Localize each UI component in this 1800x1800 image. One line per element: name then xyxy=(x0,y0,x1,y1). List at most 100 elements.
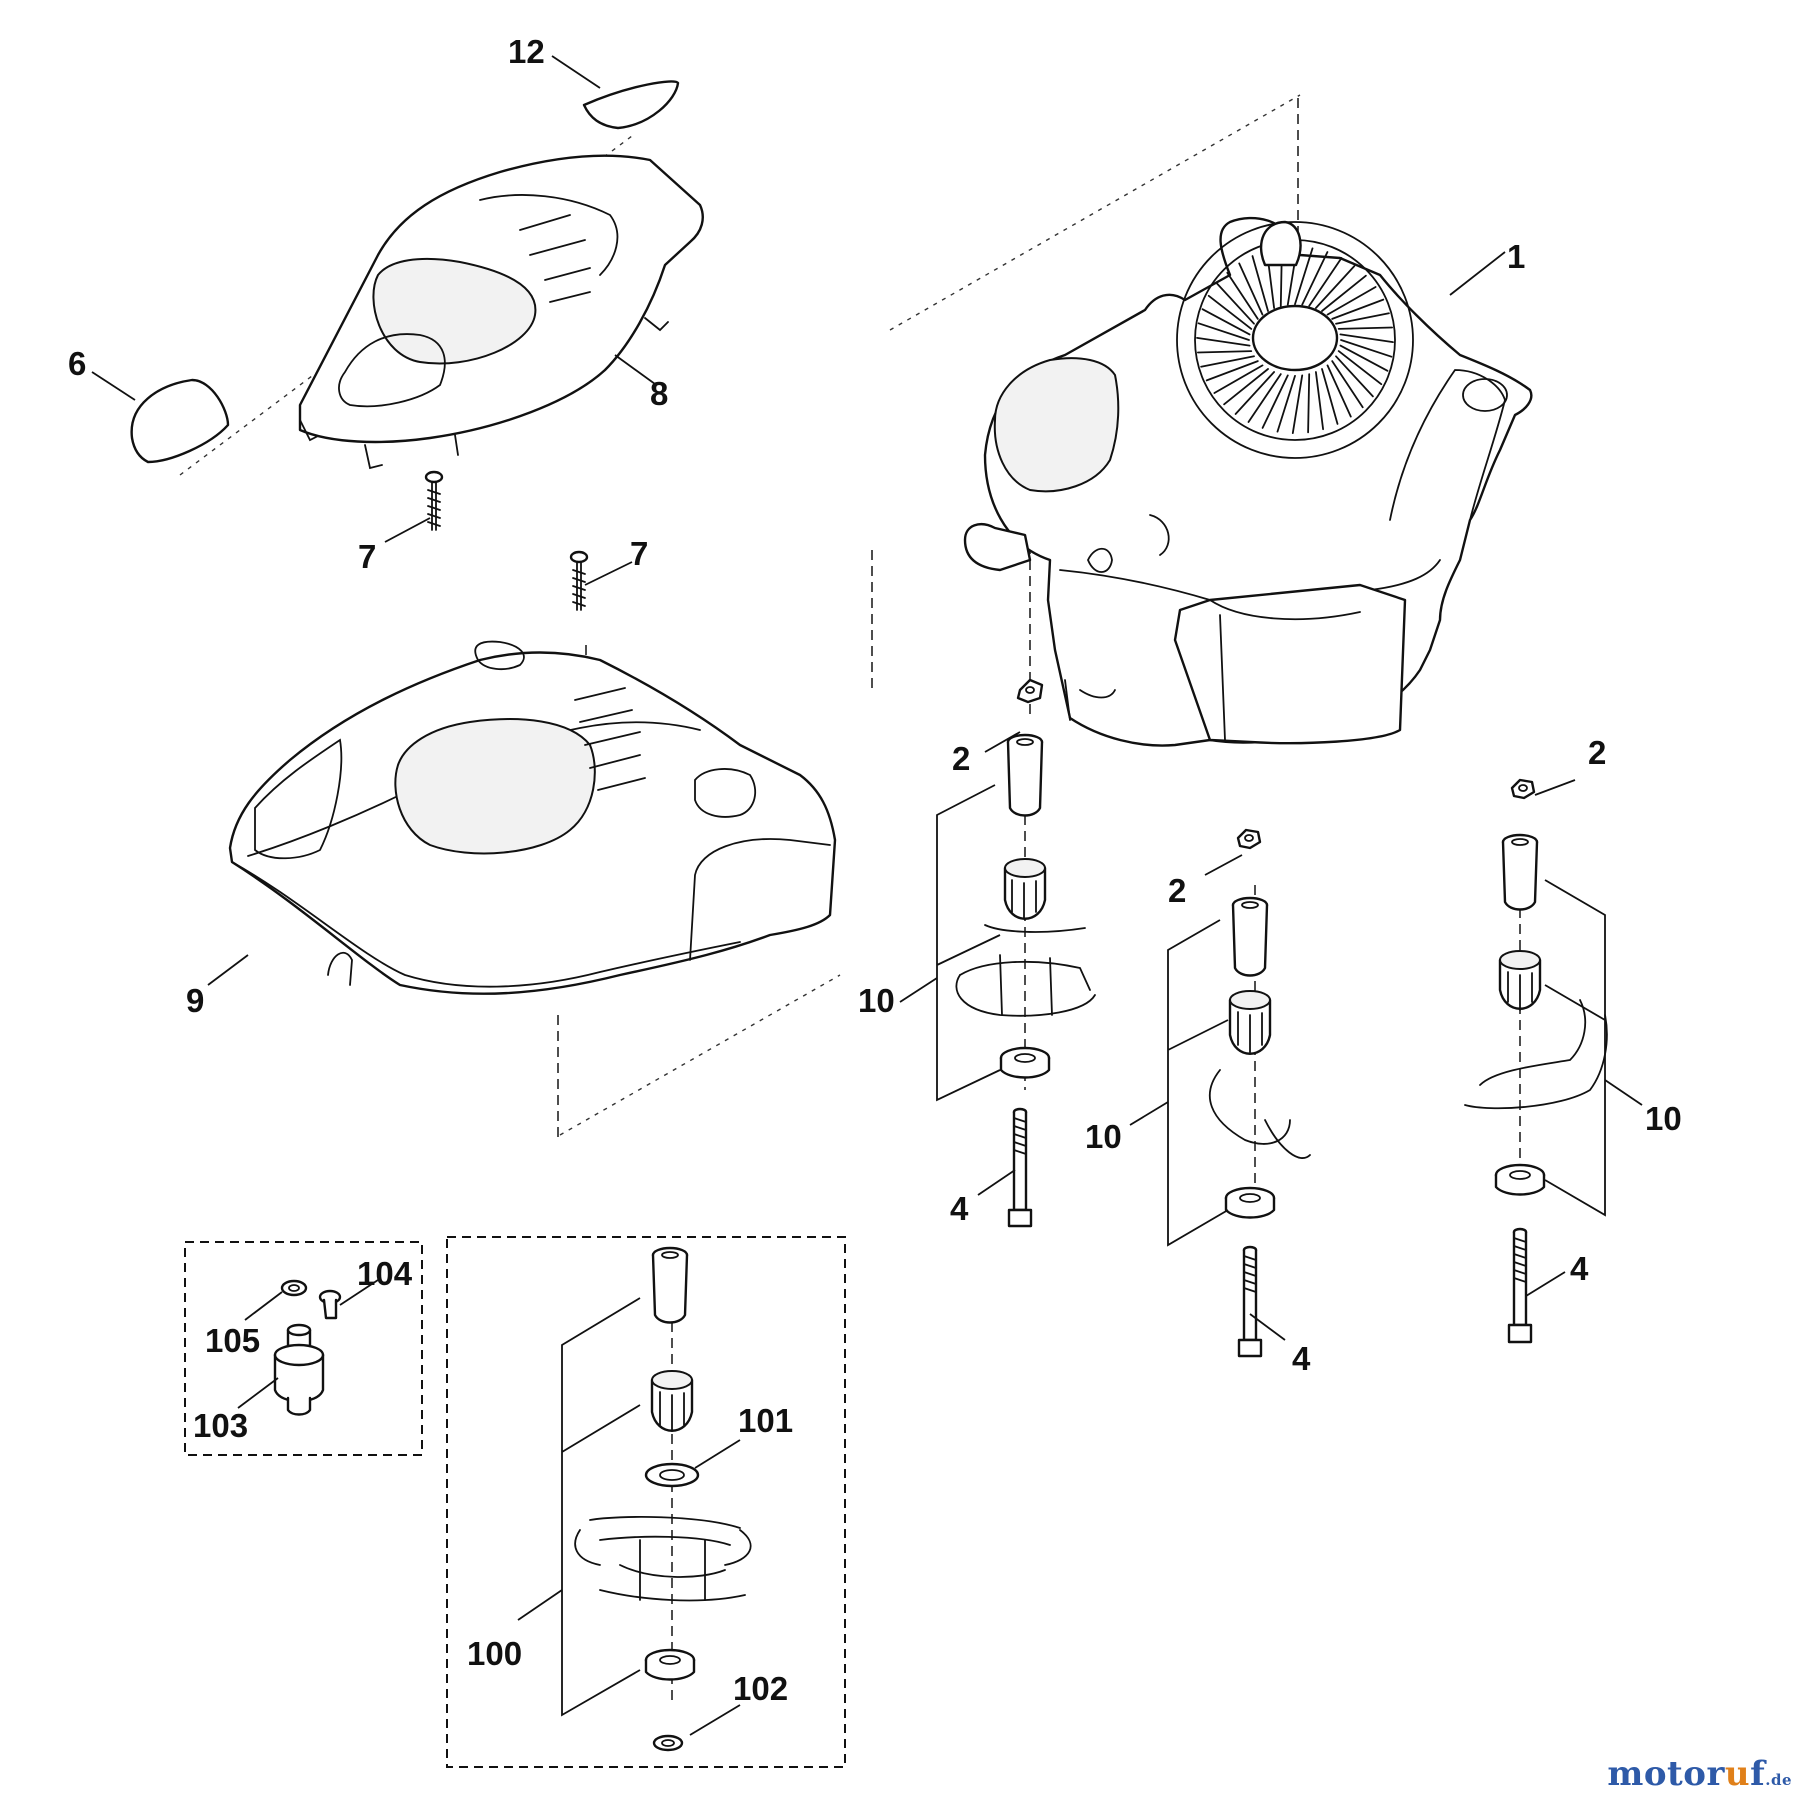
fan-fin xyxy=(1335,312,1390,325)
fan-fin xyxy=(1251,255,1269,312)
fan-fin xyxy=(1200,355,1255,368)
part-10-washer-b xyxy=(1224,1186,1276,1219)
label-part-101: 101 xyxy=(738,1402,793,1439)
part-4-bolt-b xyxy=(1237,1245,1263,1358)
part-1-engine xyxy=(963,216,1533,747)
fan-fin xyxy=(1207,294,1253,330)
part-12-cap xyxy=(582,80,680,130)
part-6-cap xyxy=(130,378,230,464)
part-4-bolt-c xyxy=(1507,1227,1533,1344)
label-part-12: 12 xyxy=(508,33,545,70)
fan-fin xyxy=(1321,274,1367,312)
fan-fin xyxy=(1337,326,1393,330)
fan-fin xyxy=(1234,371,1275,415)
label-part-10-b: 10 xyxy=(1085,1118,1122,1155)
part-2-nut-a xyxy=(1016,678,1044,704)
fan-fin xyxy=(1247,373,1282,423)
fan-fin xyxy=(1331,360,1364,409)
fan-fin xyxy=(1301,251,1329,306)
mount-assembly-a xyxy=(936,678,1096,1228)
fan-fin xyxy=(1216,282,1255,325)
watermark-brand-a: motor xyxy=(1607,1754,1725,1794)
part-10-spacer-c xyxy=(1501,833,1539,911)
fan-fin xyxy=(1321,368,1339,425)
kit-box-100-102 xyxy=(446,1236,846,1768)
fan-fin xyxy=(1307,373,1311,434)
label-part-2-b: 2 xyxy=(1168,872,1186,909)
mount-assembly-c xyxy=(1464,778,1608,1344)
part-10-spacer-a xyxy=(1006,733,1044,817)
part-100-spacer xyxy=(651,1246,689,1324)
part-2-nut-c xyxy=(1510,778,1536,800)
label-part-9: 9 xyxy=(186,982,204,1019)
fan-fin xyxy=(1197,350,1253,354)
callout-labels: 12 1 6 8 7 7 9 2 2 2 10 10 10 4 4 4 104 … xyxy=(68,33,1682,1707)
part-10-bushing-c xyxy=(1498,950,1542,1011)
label-part-7-a: 7 xyxy=(358,538,376,575)
fan-fin xyxy=(1294,247,1314,305)
label-part-6: 6 xyxy=(68,345,86,382)
label-part-104: 104 xyxy=(357,1255,413,1292)
fan-fin xyxy=(1339,333,1394,343)
fan-fin xyxy=(1326,286,1377,316)
fan-fin xyxy=(1196,337,1251,347)
fan-fin xyxy=(1223,368,1269,406)
fan-fin xyxy=(1308,257,1343,307)
part-10-washer-a xyxy=(999,1046,1051,1079)
part-103-damper xyxy=(273,1323,325,1416)
fan-fin xyxy=(1315,371,1324,431)
label-part-102: 102 xyxy=(733,1670,788,1707)
label-part-2-c: 2 xyxy=(1588,734,1606,771)
watermark-logo: motoruf.de xyxy=(1607,1754,1792,1794)
part-10-washer-c xyxy=(1494,1163,1546,1196)
part-8-top-cover xyxy=(298,154,704,470)
fan-fin xyxy=(1276,375,1296,433)
label-part-10-a: 10 xyxy=(858,982,895,1019)
part-100-washer xyxy=(644,1648,696,1681)
part-10-bushing-b xyxy=(1228,990,1272,1055)
label-part-103: 103 xyxy=(193,1407,248,1444)
kit-box-103-105 xyxy=(184,1241,423,1456)
part-102-washer xyxy=(652,1734,684,1752)
watermark-tld: .de xyxy=(1765,1771,1792,1789)
part-7-screw-a xyxy=(424,470,444,531)
fan-fin xyxy=(1340,339,1393,358)
mount-assembly-b xyxy=(1167,828,1311,1358)
label-part-105: 105 xyxy=(205,1322,260,1359)
part-2-nut-b xyxy=(1236,828,1262,850)
fan-fin xyxy=(1201,308,1251,336)
fan-fin xyxy=(1339,344,1389,372)
fan-fin xyxy=(1238,262,1264,316)
fan-fin xyxy=(1326,364,1352,418)
label-part-4-b: 4 xyxy=(1292,1340,1311,1377)
fan-fin xyxy=(1337,350,1383,386)
part-100-bushing xyxy=(650,1370,694,1432)
part-105-washer xyxy=(280,1279,308,1297)
fan-fin xyxy=(1315,265,1356,309)
fan-fin xyxy=(1213,364,1264,394)
part-9-hood xyxy=(228,640,837,995)
part-4-bolt-a xyxy=(1007,1107,1033,1228)
label-part-10-c: 10 xyxy=(1645,1100,1682,1137)
part-10-spacer-b xyxy=(1231,896,1269,977)
fan-fin xyxy=(1261,374,1289,429)
engine-fan-fins xyxy=(1196,246,1394,434)
fan-fin xyxy=(1197,322,1250,341)
label-part-2-a: 2 xyxy=(952,740,970,777)
fan-fin xyxy=(1205,360,1259,382)
label-part-4-a: 4 xyxy=(950,1190,969,1227)
part-7-screw-b xyxy=(569,550,589,611)
fan-fin xyxy=(1291,374,1304,434)
label-part-8: 8 xyxy=(650,375,668,412)
part-10-bushing-a xyxy=(1003,858,1047,920)
watermark-brand-u: u xyxy=(1724,1754,1751,1794)
fan-fin xyxy=(1331,298,1385,320)
label-part-1: 1 xyxy=(1507,238,1525,275)
part-101-washer xyxy=(644,1462,700,1488)
part-104-screw xyxy=(318,1289,342,1320)
fan-fin xyxy=(1226,271,1259,320)
fan-fin xyxy=(1335,355,1374,398)
watermark-brand-b: f xyxy=(1750,1754,1766,1794)
label-part-4-c: 4 xyxy=(1570,1250,1589,1287)
